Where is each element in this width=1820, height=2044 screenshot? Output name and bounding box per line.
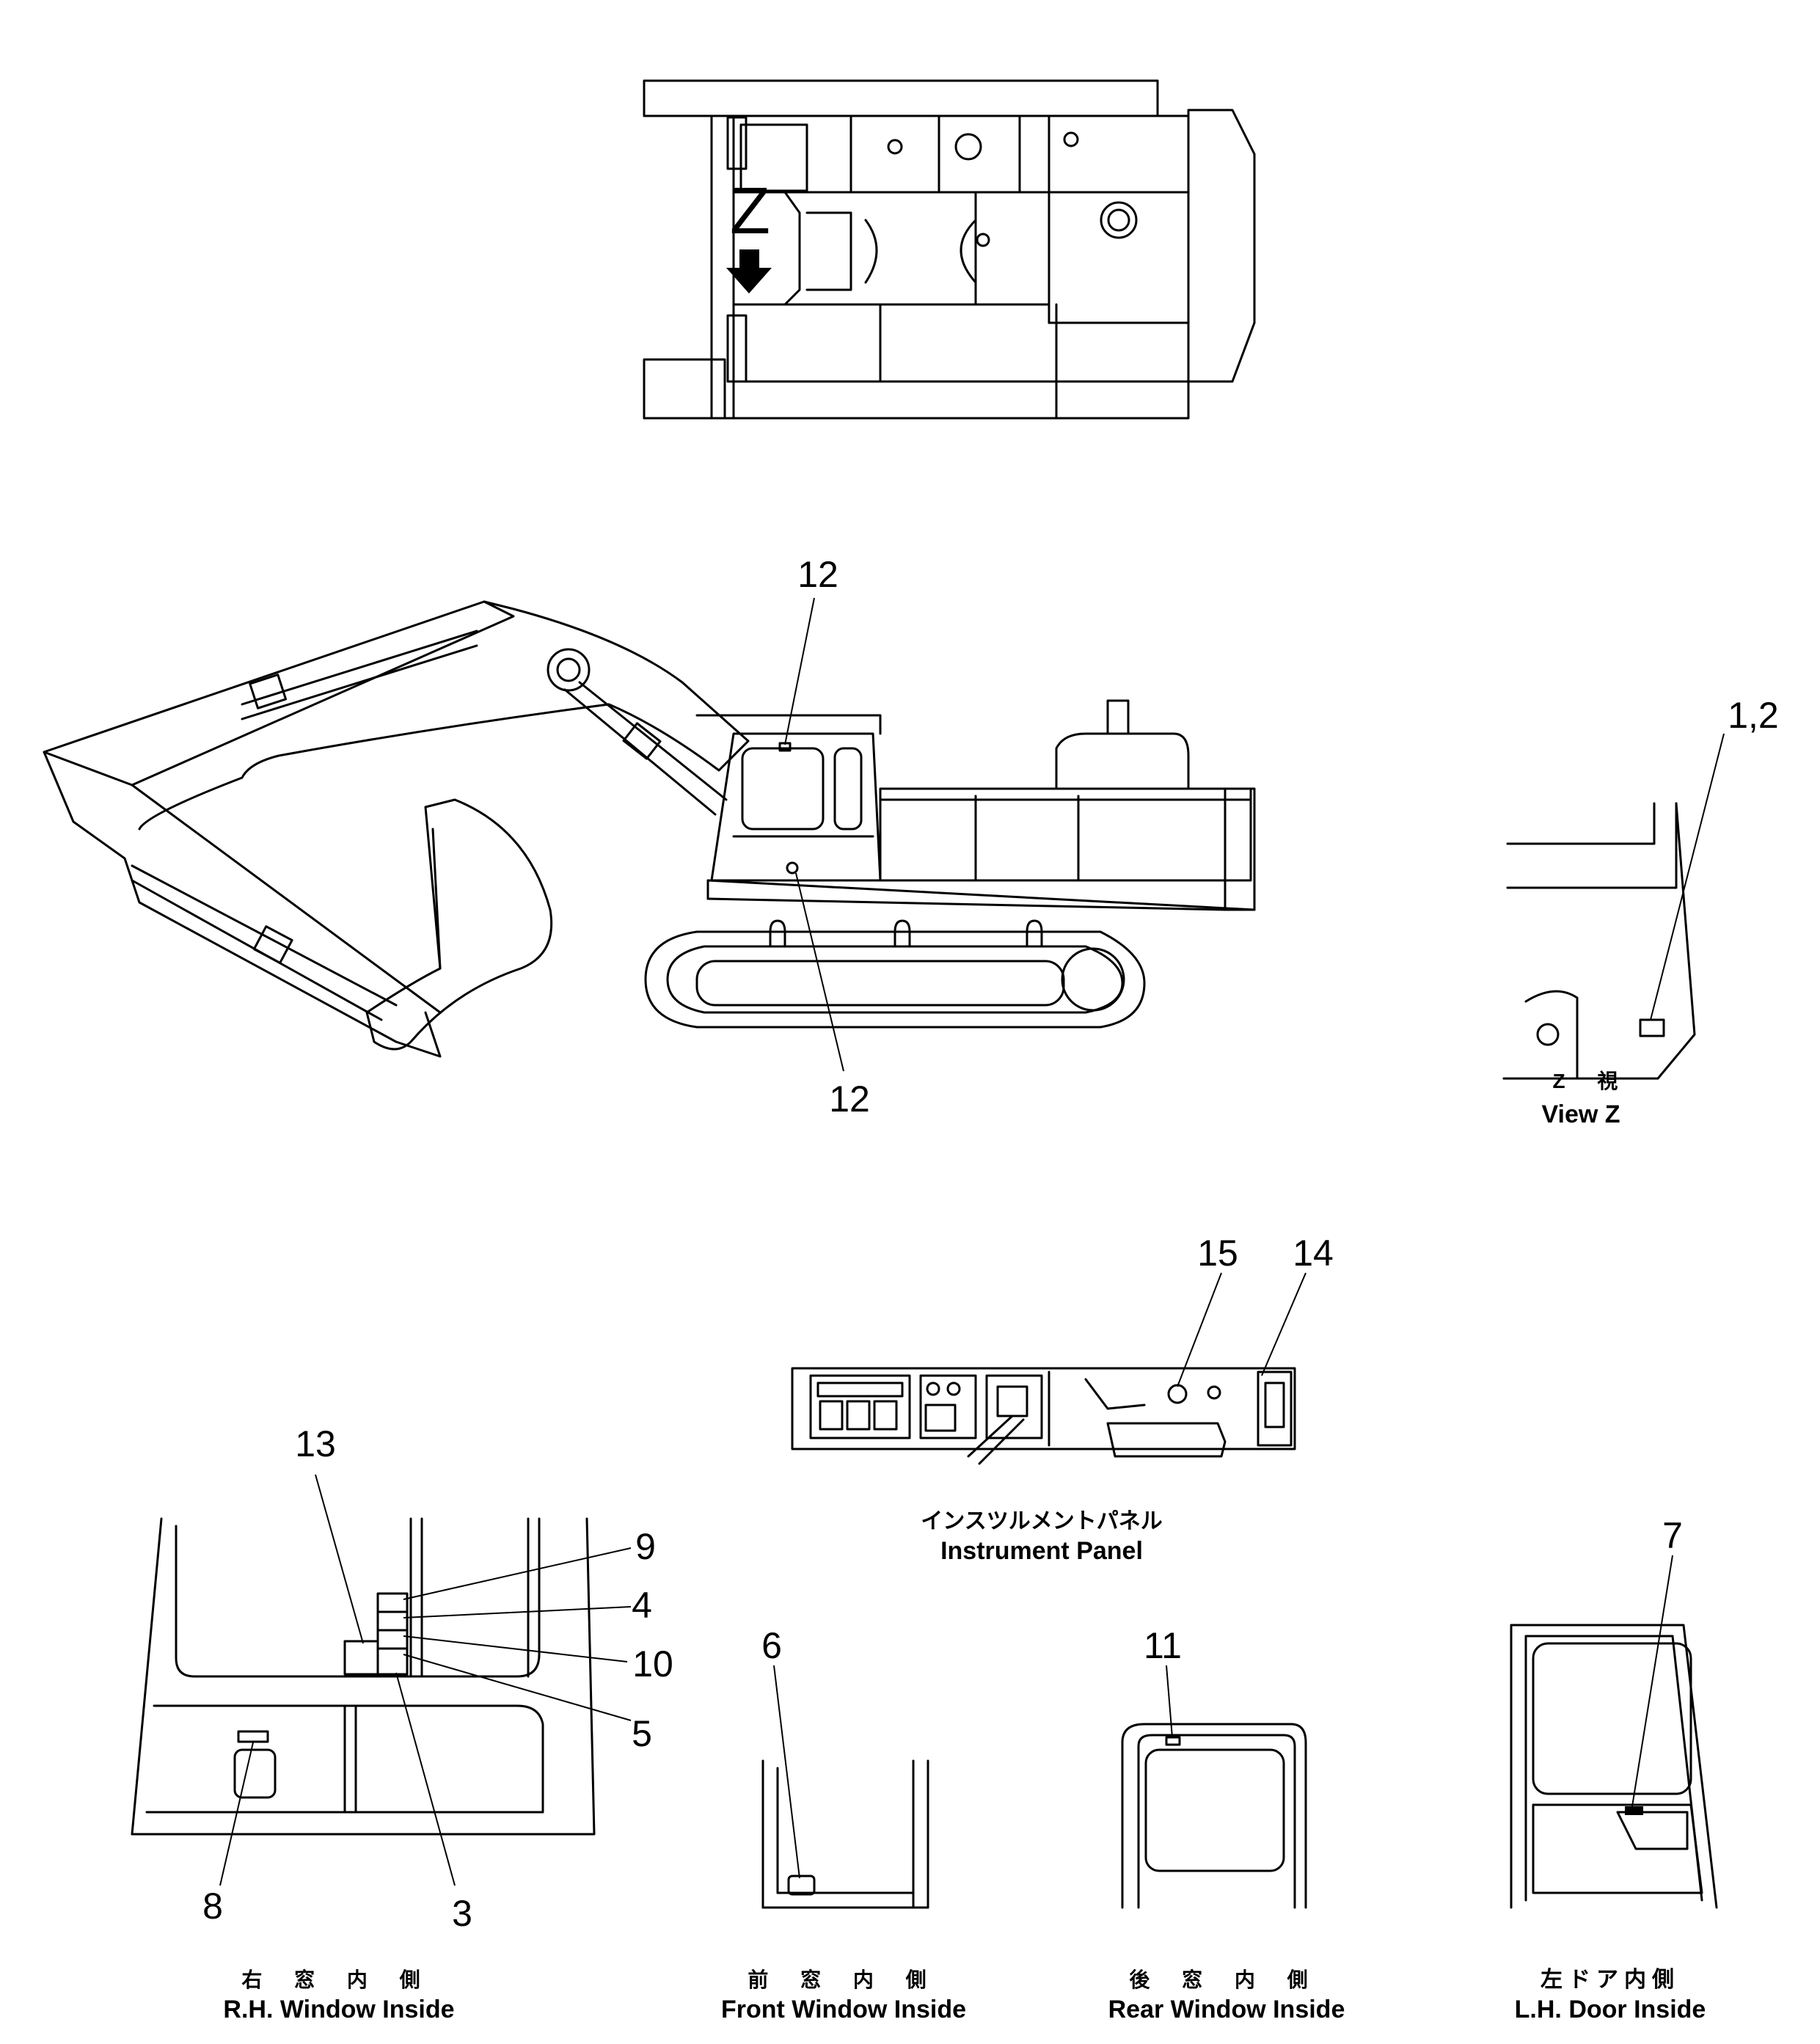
view-z-caption-jp: Z 視 xyxy=(1553,1070,1631,1092)
view-z-caption-en: View Z xyxy=(1541,1101,1620,1128)
leader-5 xyxy=(403,1654,632,1721)
callout-4: 4 xyxy=(632,1585,652,1626)
lh-door-caption-jp: 左ドア内側 xyxy=(1541,1968,1680,1992)
rear-window-caption-en: Rear Window Inside xyxy=(1108,1996,1345,2023)
instrument-panel-caption-en: Instrument Panel xyxy=(940,1537,1143,1565)
view-z-letter: Z xyxy=(730,175,770,248)
callout-14: 14 xyxy=(1293,1233,1334,1274)
callout-5: 5 xyxy=(632,1713,652,1754)
leader-10 xyxy=(403,1635,628,1662)
callout-9: 9 xyxy=(635,1526,656,1567)
leader-4 xyxy=(403,1606,632,1618)
leader-7 xyxy=(1631,1555,1673,1807)
callout-12-cab-lower: 12 xyxy=(829,1078,870,1120)
callout-11: 11 xyxy=(1144,1625,1182,1666)
callout-1-2: 1,2 xyxy=(1728,695,1779,736)
rh-window-caption-jp: 右 窓 内 側 xyxy=(241,1968,433,1991)
callout-7: 7 xyxy=(1662,1515,1683,1556)
excavator-side-view: 12 12 xyxy=(43,554,1256,1120)
leader-12-cab-lower xyxy=(795,872,844,1072)
leader-6 xyxy=(773,1665,800,1879)
view-z-arrow xyxy=(726,249,772,293)
front-window-caption-jp: 前 窓 内 側 xyxy=(748,1968,939,1991)
front-window-detail: 6 前 窓 内 側 Front Window Inside xyxy=(721,1625,966,2023)
leader-12-cab-window xyxy=(784,597,815,745)
callout-3: 3 xyxy=(452,1893,472,1934)
leader-9 xyxy=(403,1547,632,1600)
leader-11 xyxy=(1166,1665,1173,1738)
lh-door-caption-en: L.H. Door Inside xyxy=(1515,1996,1706,2023)
callout-15: 15 xyxy=(1197,1233,1238,1274)
front-window-caption-en: Front Window Inside xyxy=(721,1996,966,2023)
rear-window-caption-jp: 後 窓 内 側 xyxy=(1129,1968,1320,1991)
lh-door-detail: 7 左ドア内側 L.H. Door Inside xyxy=(1510,1515,1718,2023)
view-z-detail: 1,2 Z 視 View Z xyxy=(1502,695,1779,1128)
rear-window-detail: 11 後 窓 内 側 Rear Window Inside xyxy=(1108,1625,1345,2023)
leader-8 xyxy=(219,1742,254,1886)
callout-8: 8 xyxy=(202,1886,223,1927)
leader-1-2 xyxy=(1650,733,1725,1021)
leader-13 xyxy=(315,1474,364,1644)
rh-window-detail: 13 9 4 10 5 3 8 右 窓 内 側 R.H. Window Insi… xyxy=(131,1423,673,2023)
top-view: Z xyxy=(643,79,1256,420)
leader-14 xyxy=(1261,1272,1306,1376)
callout-12-cab-window: 12 xyxy=(797,554,838,595)
callout-10: 10 xyxy=(632,1643,673,1685)
rh-window-caption-en: R.H. Window Inside xyxy=(223,1996,454,2023)
leader-15 xyxy=(1177,1272,1222,1387)
instrument-panel-detail: 15 14 インスツルメントパネル Instrument Panel xyxy=(791,1233,1334,1565)
instrument-panel-caption-jp: インスツルメントパネル xyxy=(921,1509,1162,1533)
leader-3 xyxy=(395,1672,456,1886)
callout-6: 6 xyxy=(761,1625,782,1666)
callout-13: 13 xyxy=(295,1423,336,1464)
